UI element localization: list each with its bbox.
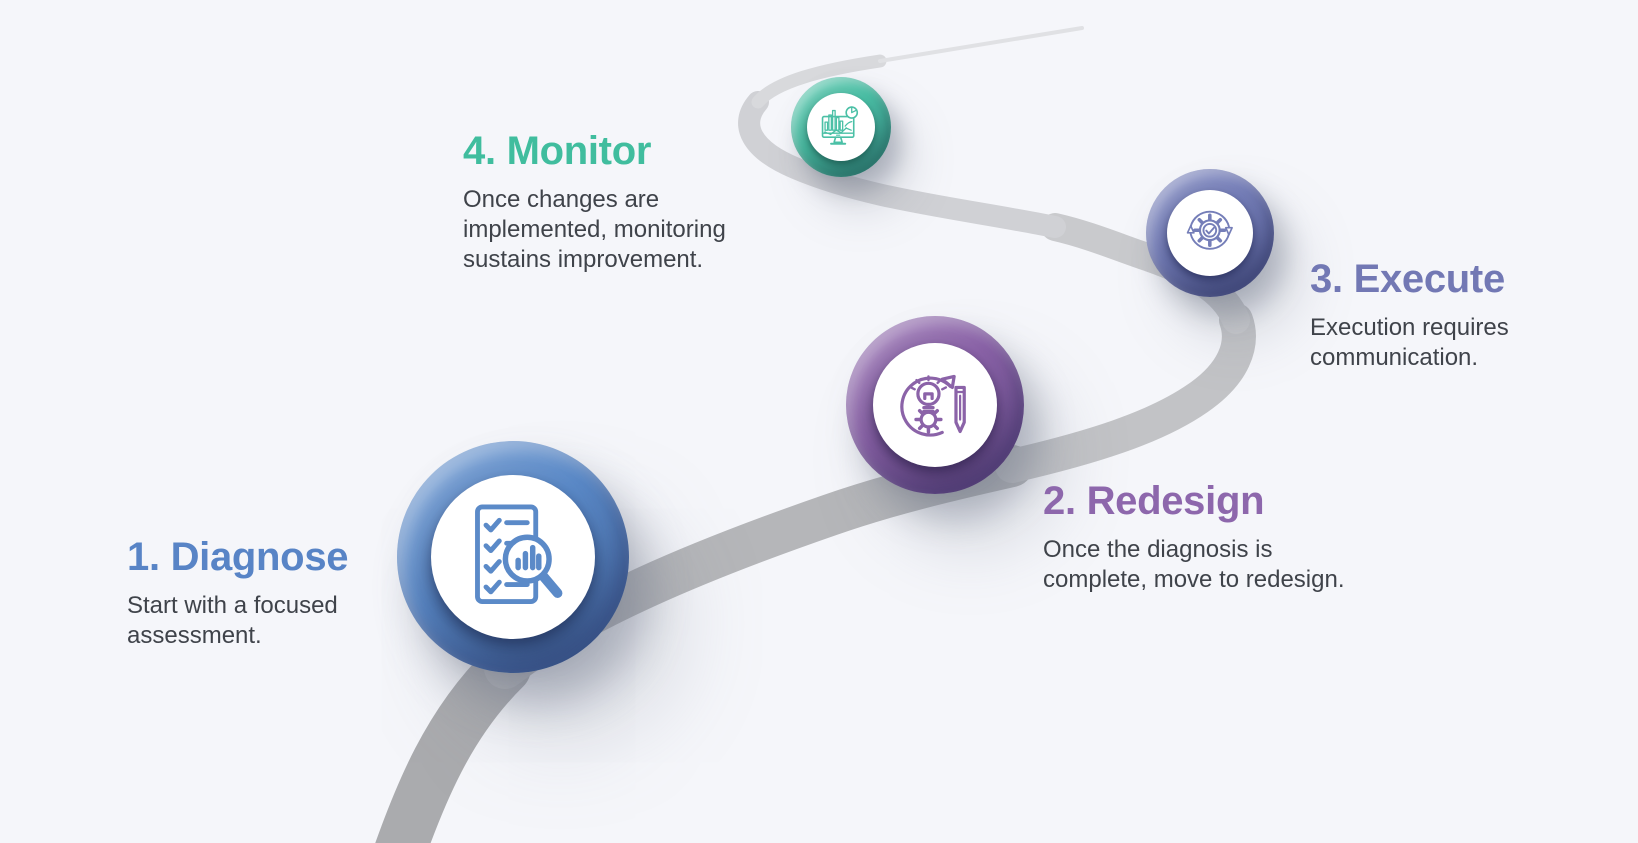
step-circle-diagnose: [397, 441, 629, 673]
step-4-disc: [807, 93, 875, 161]
step-circle-redesign: [846, 316, 1024, 494]
step-text-redesign: 2. Redesign Once the diagnosis is comple…: [1043, 477, 1393, 595]
step-2-heading: 2. Redesign: [1043, 479, 1265, 523]
step-4-description: Once changes are implemented, monitoring…: [463, 185, 783, 275]
step-text-monitor: 4. Monitor Once changes are implemented,…: [463, 127, 783, 275]
description-line: Once changes are: [463, 186, 660, 213]
description-line: Start with a focused: [127, 592, 338, 619]
step-circle-execute: [1146, 169, 1274, 297]
description-line: Once the diagnosis is: [1043, 536, 1273, 563]
description-line: communication.: [1310, 344, 1479, 371]
step-3-description: Execution requires communication.: [1310, 313, 1560, 373]
description-line: complete, move to redesign.: [1043, 566, 1345, 593]
step-2-description: Once the diagnosis is complete, move to …: [1043, 535, 1393, 595]
step-text-execute: 3. Execute Execution requires communicat…: [1310, 255, 1560, 373]
step-1-disc: [431, 475, 595, 639]
lightbulb-gear-pencil-icon: [900, 374, 966, 437]
step-3-heading: 3. Execute: [1310, 257, 1505, 301]
step-3-ring: [1146, 169, 1274, 297]
step-4-ring: [791, 77, 891, 177]
step-2-ring: [846, 316, 1024, 494]
description-line: sustains improvement.: [463, 246, 704, 273]
road-segment-3: [995, 303, 1256, 483]
step-1-description: Start with a focused assessment.: [127, 591, 387, 651]
gear-check-cycle-icon: [1186, 211, 1234, 250]
road-segment-6: [751, 54, 887, 109]
step-1-heading: 1. Diagnose: [127, 535, 349, 579]
step-2-disc: [873, 343, 997, 467]
description-line: assessment.: [127, 622, 262, 649]
description-line: implemented, monitoring: [463, 216, 726, 243]
road-segment-1: [375, 642, 531, 843]
road-segment-7: [878, 26, 1084, 63]
description-line: Execution requires: [1310, 314, 1509, 341]
checklist-magnifier-icon: [475, 504, 563, 605]
step-3-disc: [1167, 190, 1253, 276]
step-4-heading: 4. Monitor: [463, 129, 652, 173]
road-segment-5: [738, 91, 1066, 238]
step-circle-monitor: [791, 77, 891, 177]
analytics-monitor-icon: [821, 106, 858, 145]
step-1-ring: [397, 441, 629, 673]
step-text-diagnose: 1. Diagnose Start with a focused assessm…: [127, 533, 387, 651]
